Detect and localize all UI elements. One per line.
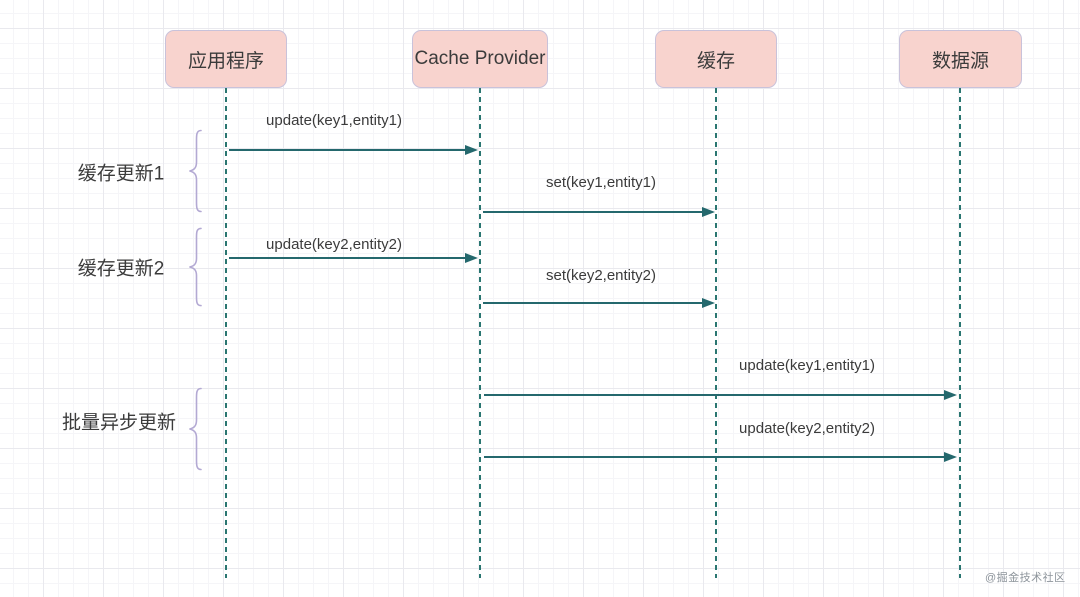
actor-application: 应用程序	[165, 30, 287, 88]
lifeline-application	[225, 88, 227, 578]
lifeline-cache	[715, 88, 717, 578]
curly-brace	[189, 129, 202, 213]
actor-datasource: 数据源	[899, 30, 1022, 88]
actor-cache: 缓存	[655, 30, 777, 88]
actor-cache-provider-label: Cache Provider	[414, 48, 546, 69]
group-label-batch-async-update: 批量异步更新	[61, 412, 177, 434]
lifeline-cache-provider	[479, 88, 481, 578]
curly-brace	[189, 387, 202, 471]
message-arrow	[484, 390, 957, 400]
message-label: update(key1,entity1)	[266, 112, 402, 129]
curly-brace	[189, 227, 202, 307]
actor-application-label: 应用程序	[187, 50, 264, 72]
actor-cache-provider: Cache Provider	[412, 30, 548, 88]
message-arrow	[229, 145, 478, 155]
message-label: update(key1,entity1)	[739, 357, 875, 374]
lifeline-datasource	[959, 88, 961, 578]
group-label-cache-update-1: 缓存更新1	[77, 163, 165, 185]
group-label-cache-update-2: 缓存更新2	[77, 258, 165, 280]
message-arrow	[229, 253, 478, 263]
watermark: @掘金技术社区	[985, 572, 1066, 584]
actor-cache-label: 缓存	[696, 50, 735, 72]
message-label: set(key2,entity2)	[545, 267, 657, 284]
message-arrow	[483, 298, 715, 308]
message-label: set(key1,entity1)	[545, 174, 657, 191]
message-arrow	[484, 452, 957, 462]
actor-datasource-label: 数据源	[931, 50, 989, 72]
message-label: update(key2,entity2)	[739, 420, 875, 437]
message-label: update(key2,entity2)	[266, 236, 402, 253]
message-arrow	[483, 207, 715, 217]
